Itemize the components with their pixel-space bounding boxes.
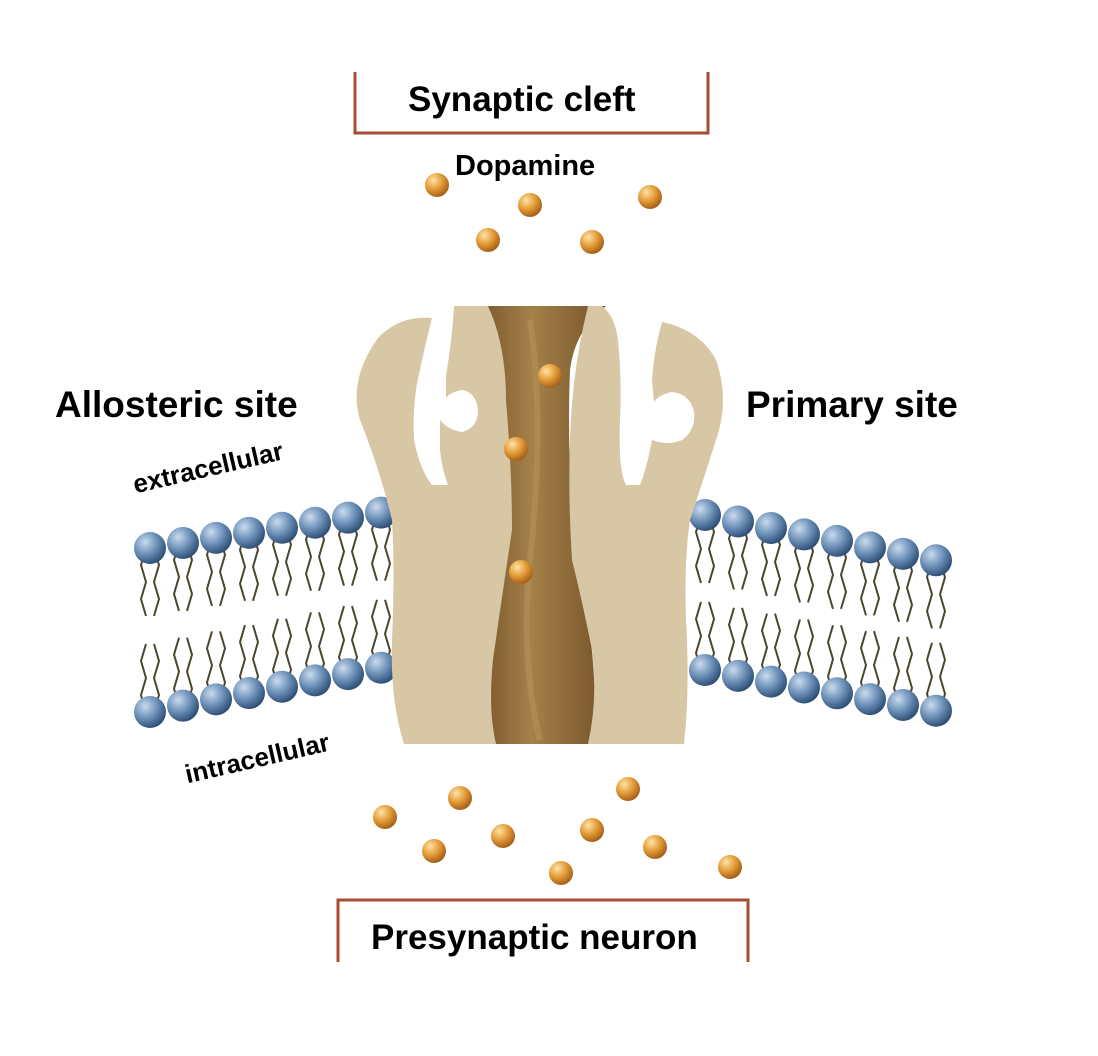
dopamine-molecule xyxy=(476,228,500,252)
lipid-head xyxy=(788,671,820,704)
lipid-head xyxy=(755,665,787,698)
transporter-protein xyxy=(356,306,723,744)
dopamine-molecule xyxy=(504,437,528,461)
lipid-head xyxy=(299,506,331,539)
lipid-head xyxy=(134,532,166,564)
lipid-head xyxy=(167,689,199,722)
lipid-head xyxy=(854,531,886,564)
dopamine-molecule xyxy=(509,560,533,584)
lipid-head xyxy=(887,537,919,570)
lipid-head xyxy=(200,521,232,554)
dopamine-label: Dopamine xyxy=(455,150,596,182)
lipid-head xyxy=(722,505,754,538)
lipid-head xyxy=(266,511,298,544)
lipid-head xyxy=(233,516,265,549)
lipid-head xyxy=(920,694,952,727)
lipid-head xyxy=(722,659,754,692)
lipid-head xyxy=(788,518,820,551)
lipid-head xyxy=(689,654,721,686)
synaptic-cleft-label: Synaptic cleft xyxy=(408,80,636,119)
lipid-head xyxy=(821,524,853,557)
lipid-head xyxy=(887,688,919,721)
dopamine-molecule xyxy=(422,839,446,863)
dopamine-molecule xyxy=(425,173,449,197)
presynaptic-neuron-box xyxy=(336,898,750,962)
lipid-head xyxy=(299,664,331,697)
lipid-head xyxy=(167,526,199,559)
allosteric-site-label: Allosteric site xyxy=(55,384,298,425)
dopamine-molecule xyxy=(580,818,604,842)
primary-site-label: Primary site xyxy=(746,384,958,425)
lipid-head xyxy=(920,544,952,577)
lipid-head xyxy=(332,658,364,691)
dopamine-molecules xyxy=(373,173,742,885)
lipid-head xyxy=(821,677,853,710)
presynaptic-neuron-label: Presynaptic neuron xyxy=(371,918,698,957)
dopamine-molecule xyxy=(538,364,562,388)
dopamine-molecule xyxy=(491,824,515,848)
lipid-head xyxy=(689,499,721,531)
dopamine-molecule xyxy=(616,777,640,801)
lipid-head xyxy=(365,651,397,684)
lipid-head xyxy=(332,501,364,534)
dopamine-molecule xyxy=(638,185,662,209)
dopamine-molecule xyxy=(373,805,397,829)
transporter-right-subunit xyxy=(569,306,723,744)
dopamine-molecule xyxy=(549,861,573,885)
dopamine-molecule xyxy=(580,230,604,254)
lipid-head xyxy=(134,696,166,728)
lipid-head xyxy=(755,511,787,544)
synaptic-cleft-box xyxy=(353,72,710,135)
dopamine-molecule xyxy=(643,835,667,859)
dopamine-molecule xyxy=(518,193,542,217)
lipid-head xyxy=(854,683,886,716)
lipid-head xyxy=(200,683,232,716)
lipid-head xyxy=(266,670,298,703)
dopamine-molecule xyxy=(718,855,742,879)
transporter-left-subunit xyxy=(356,306,512,744)
dopamine-molecule xyxy=(448,786,472,810)
lipid-head xyxy=(233,677,265,710)
lipid-bilayer xyxy=(134,496,952,728)
